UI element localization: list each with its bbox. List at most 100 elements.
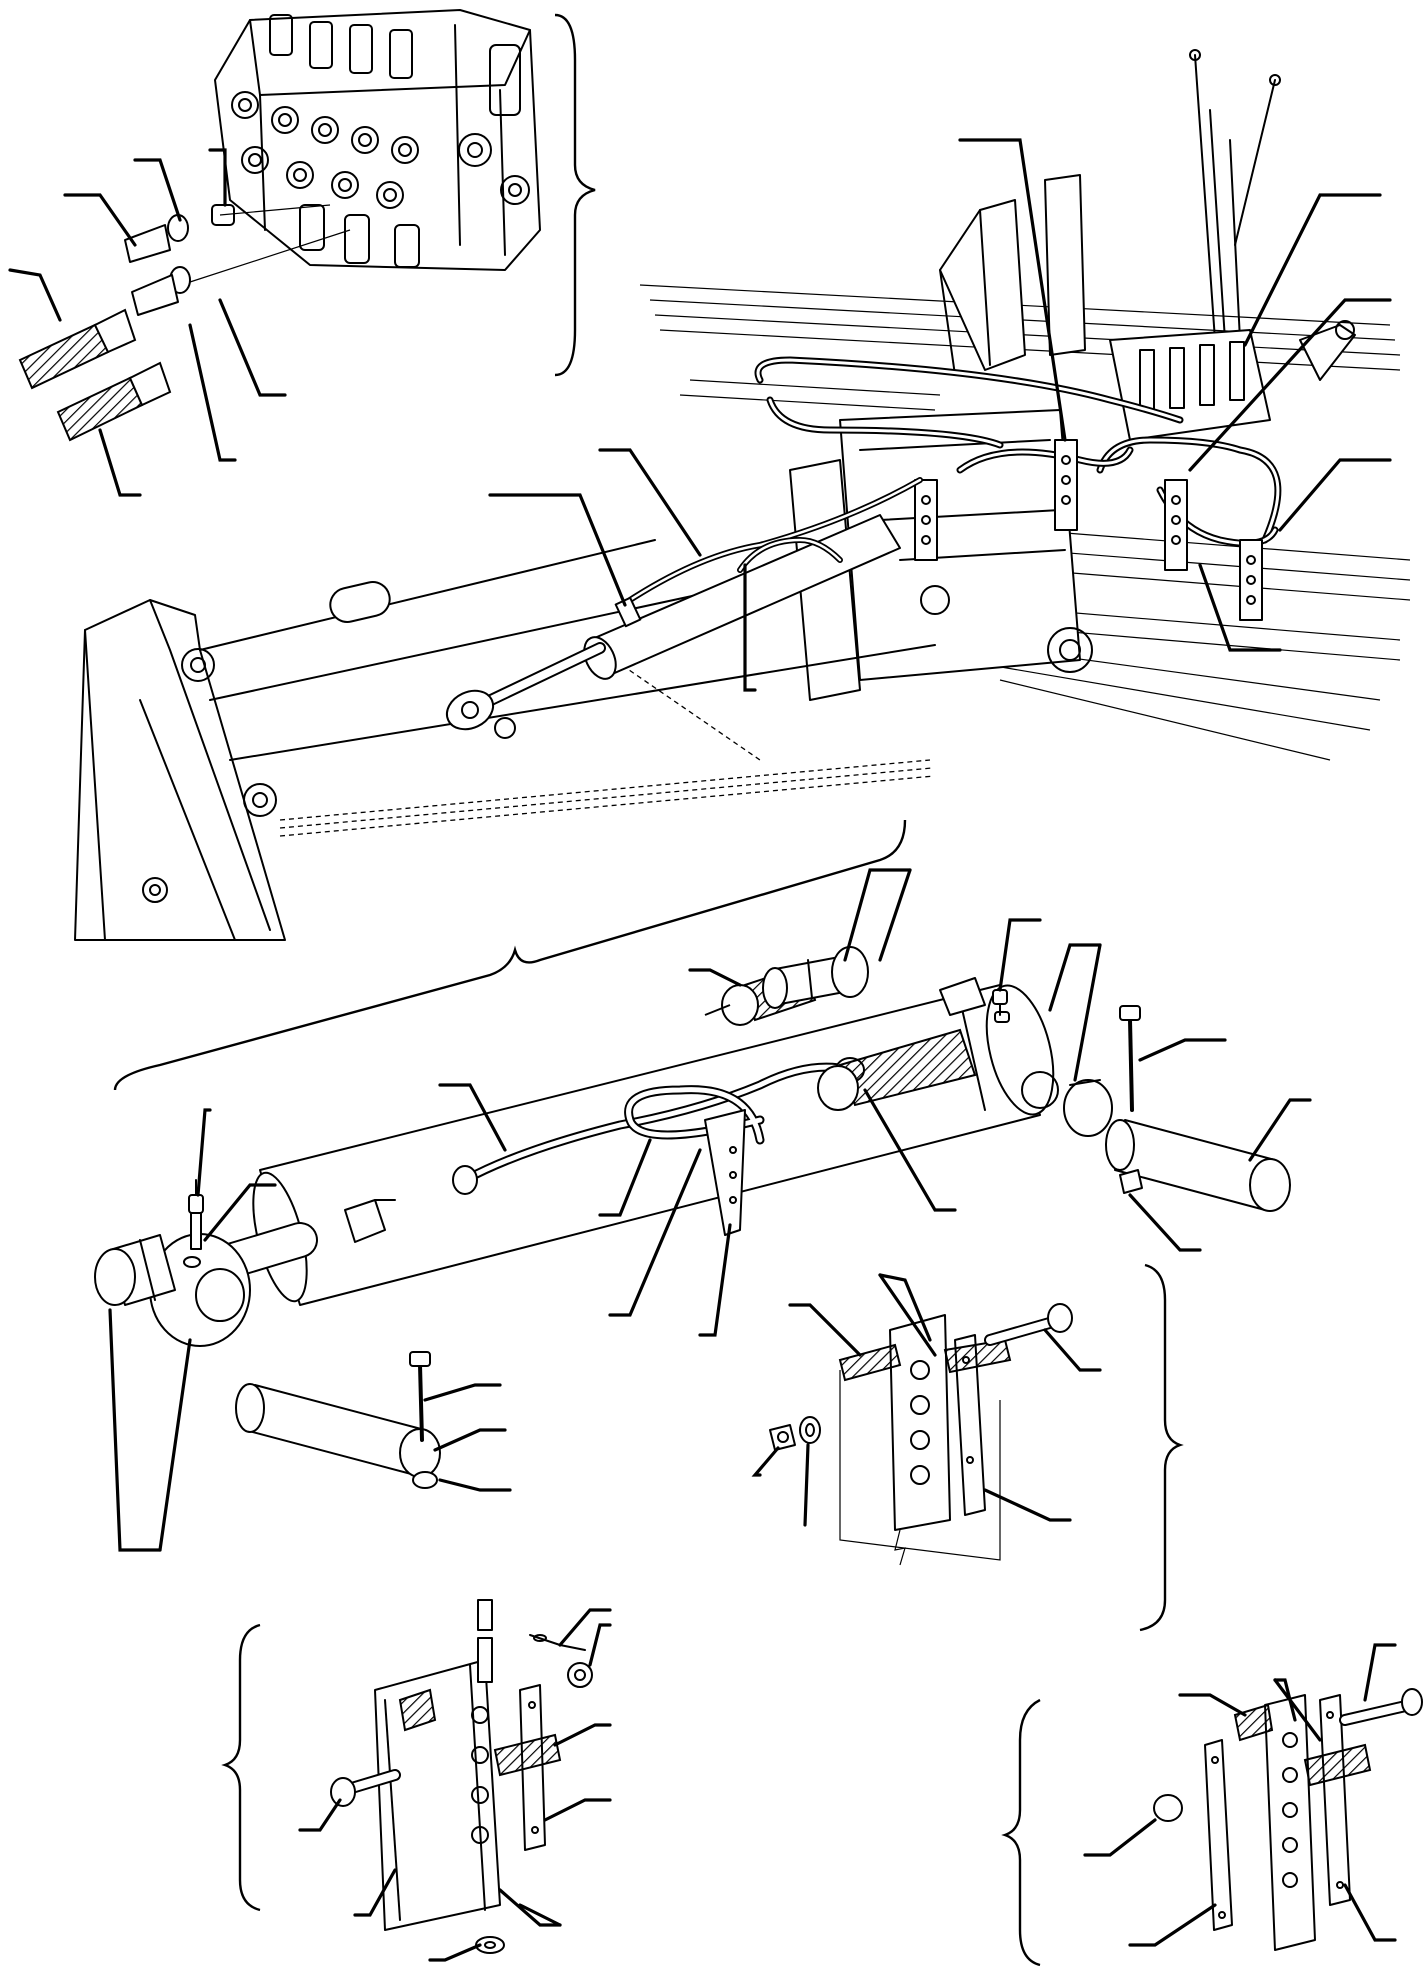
leader-line — [1363, 1643, 1397, 1702]
control-valve-group — [8, 9, 596, 497]
leader-line — [878, 868, 912, 962]
bolt-b — [330, 1769, 401, 1807]
hose-end-upper — [18, 308, 137, 390]
hose-section-b — [398, 1688, 562, 1777]
leader-line — [598, 448, 702, 557]
leader-line — [1138, 1038, 1227, 1062]
leader-line — [518, 1903, 562, 1927]
pin-lower — [235, 1383, 441, 1478]
leader-line — [863, 1088, 957, 1212]
hose-end-lower — [56, 361, 172, 442]
leader-line — [298, 1798, 342, 1832]
rod-eye — [149, 1233, 251, 1347]
leader-line — [203, 1183, 277, 1242]
leader-line — [1273, 1678, 1322, 1742]
leader-line — [998, 918, 1042, 992]
leader-line — [983, 1488, 1072, 1522]
leader-line — [488, 493, 627, 607]
pin-right — [1105, 1119, 1291, 1212]
nut-a — [769, 1424, 796, 1451]
clamp-detail-b — [221, 1599, 612, 1962]
nut-right — [1119, 1169, 1143, 1194]
machine-frame — [639, 49, 1411, 761]
leader-line — [598, 1138, 652, 1217]
leader-line — [878, 1273, 937, 1357]
bushing-right — [1063, 1079, 1113, 1137]
leader-line — [133, 158, 182, 222]
bolt-c — [1339, 1688, 1423, 1726]
leader-line — [158, 1338, 192, 1552]
leader-line — [1043, 1328, 1102, 1372]
leader-line — [1188, 298, 1392, 472]
leader-line — [958, 138, 1067, 442]
leader-line — [843, 868, 912, 962]
bolt-a — [984, 1303, 1073, 1346]
bushing-pair-top — [762, 946, 869, 1009]
grease-nipple-stack — [188, 1179, 204, 1250]
leader-line — [1083, 1818, 1157, 1857]
leader-line — [1248, 1098, 1312, 1162]
leader-line — [188, 323, 237, 462]
group-brace — [1001, 1698, 1041, 1967]
leader-line — [788, 1303, 862, 1357]
leader-line — [1278, 458, 1392, 532]
leader-line — [608, 1148, 702, 1317]
group-brace — [113, 819, 907, 1091]
clamp-detail-c — [1001, 1643, 1423, 1967]
leader-line — [558, 1608, 612, 1647]
leader-line — [803, 1443, 810, 1527]
leader-line — [8, 268, 62, 322]
leader-line — [208, 148, 227, 207]
leader-line — [196, 1108, 212, 1197]
leader-line — [1073, 943, 1102, 1082]
leader-line — [543, 1798, 612, 1822]
leader-line — [1128, 1193, 1202, 1252]
leader-line — [1243, 193, 1382, 347]
elbow-fitting-left — [344, 1199, 396, 1243]
leader-line — [1048, 943, 1102, 1012]
pin-bolt-right — [1119, 1005, 1141, 1112]
leader-line — [1198, 563, 1282, 652]
leader-line — [98, 428, 142, 497]
group-brace — [221, 1623, 261, 1912]
leader-line — [698, 1223, 732, 1337]
leader-line — [1343, 1883, 1397, 1942]
leader-line — [438, 1478, 512, 1492]
group-brace — [1139, 1263, 1184, 1632]
hose-clamp-plate — [704, 1109, 746, 1236]
nut-c — [1153, 1794, 1183, 1822]
leader-line — [751, 1446, 780, 1477]
adapter-lower — [131, 274, 179, 316]
elbow-fitting-right — [939, 977, 986, 1016]
clamp-detail-a — [751, 1263, 1184, 1632]
leader-line — [218, 298, 287, 397]
leader-line — [498, 1888, 562, 1927]
u-hose — [624, 1085, 765, 1145]
hose-section-a — [838, 1338, 1012, 1382]
boom-assembly — [74, 448, 936, 1091]
leader-line — [438, 1083, 507, 1152]
leader-line — [878, 1273, 932, 1342]
leader-line — [553, 1723, 612, 1747]
leader-line — [743, 563, 757, 692]
pin-bolt-lower — [409, 1351, 431, 1442]
leader-line — [1178, 1693, 1247, 1717]
leader-line — [433, 1428, 507, 1452]
bushing-left — [94, 1234, 176, 1306]
leader-line — [1128, 1903, 1217, 1947]
adapter-upper — [124, 224, 171, 263]
cotter-pin-b — [529, 1634, 586, 1651]
leader-line — [353, 1868, 397, 1917]
leader-line — [428, 1943, 482, 1962]
leader-line — [108, 1308, 162, 1552]
leader-line — [1273, 1678, 1297, 1722]
leader-line — [63, 193, 137, 247]
group-brace — [554, 13, 596, 377]
leader-line — [588, 1623, 612, 1667]
washer-a — [799, 1416, 821, 1444]
cylinder-exploded — [94, 868, 1312, 1552]
nut-lower — [412, 1471, 438, 1489]
leader-line — [423, 1383, 502, 1402]
